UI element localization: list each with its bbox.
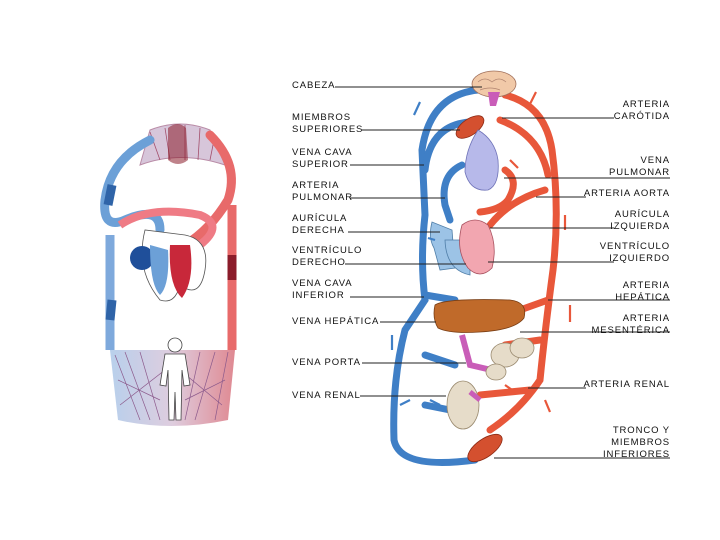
arrow-arterial [509,159,519,169]
label-line: VENA CAVA [292,278,353,289]
leader-lines-right [488,117,670,459]
leader-lines-left [335,86,482,397]
label-line: TRONCO Y [612,425,670,436]
label-line: VENA RENAL [292,390,361,401]
flow-arrows [390,91,572,413]
arterial-vessels [476,91,560,434]
label-line: CARÓTIDA [613,111,670,122]
lungs [464,129,499,191]
kidney [446,380,480,430]
schematic-heart [130,229,207,302]
label-line: VENA HEPÁTICA [292,316,380,327]
upper-limb-muscle [455,115,485,139]
brain [471,70,517,106]
arrow-venous [427,236,436,242]
label-line: VENA CAVA [292,147,353,158]
label-line: INFERIOR [292,290,345,301]
label-line: CABEZA [292,80,336,91]
intestine [485,337,535,381]
label-line: ARTERIA AORTA [583,188,670,199]
label-line: ARTERIA [622,280,670,291]
arrow-venous [413,101,421,116]
schematic-arterial-loop [180,130,236,250]
label-line: SUPERIORES [292,124,364,135]
label-vena-porta: VENA PORTA [292,357,361,369]
arrow-arterial [543,399,552,413]
label-line: HEPÁTICA [615,292,670,303]
arrow-arterial [504,384,516,393]
label-arteria-aorta: ARTERIA AORTA [584,188,670,200]
label-line: PULMONAR [608,167,670,178]
label-line: MESENTÉRICA [591,325,670,336]
label-line: AURÍCULA [292,213,348,224]
label-line: ARTERIA [622,313,670,324]
label-line: SUPERIOR [292,159,349,170]
liver [433,299,526,333]
arrow-venous [399,399,411,406]
label-line: INFERIORES [602,449,670,460]
human-figure [159,337,191,421]
label-line: DERECHA [292,225,345,236]
label-line: AURÍCULA [614,209,670,220]
label-arteria-renal: ARTERIA RENAL [584,379,671,391]
label-vena-renal: VENA RENAL [292,390,361,402]
label-line: VENA [640,155,670,166]
schematic-lungs [168,124,188,164]
label-line: ARTERIA RENAL [583,379,670,390]
label-line: MIEMBROS [292,112,351,123]
heart [430,219,495,276]
label-line: DERECHO [292,257,346,268]
arrow-arterial [521,129,531,141]
label-line: MIEMBROS [611,437,670,448]
label-line: ARTERIA [292,180,340,191]
label-line: VENA PORTA [292,357,361,368]
lower-limb-muscle [467,433,503,463]
label-line: ARTERIA [622,99,670,110]
arrow-arterial [529,91,537,105]
label-cabeza: CABEZA [292,80,335,92]
label-line: VENTRÍCULO [292,245,363,256]
label-vena-hepatica: VENA HEPÁTICA [292,316,379,328]
label-line: PULMONAR [292,192,354,203]
label-line: IZQUIERDO [609,253,670,264]
label-line: IZQUIERDA [610,221,670,232]
label-line: VENTRÍCULO [599,241,670,252]
arrow-venous [429,399,441,406]
